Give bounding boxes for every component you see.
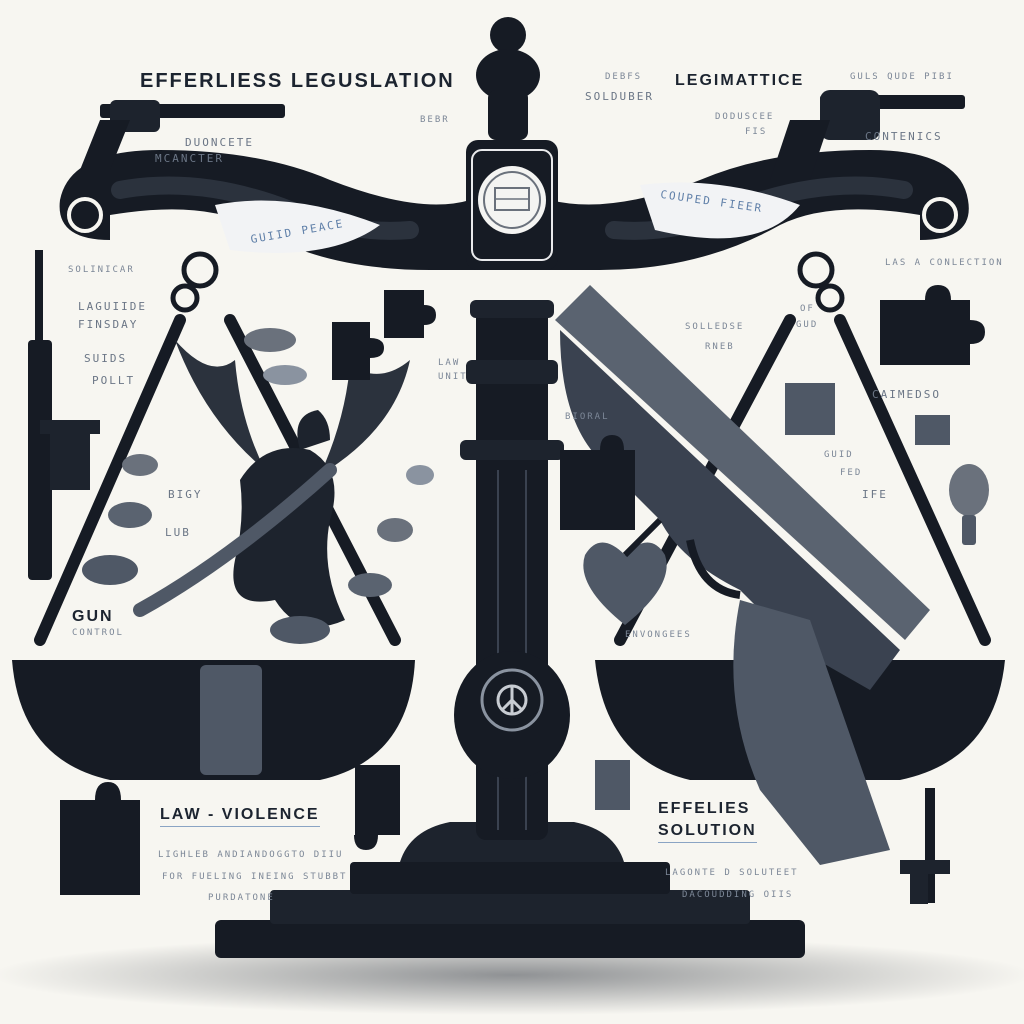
heart-icon	[583, 542, 667, 625]
right-side-label-1: LAS A CONLECTION	[885, 258, 1004, 268]
puzzle-piece-icon-3	[384, 290, 436, 338]
revolver-left-icon	[80, 100, 285, 170]
scale-pillar	[454, 300, 570, 840]
right-mid-label-7: FED	[840, 468, 863, 478]
gun-control-label-2: CONTROL	[72, 628, 124, 638]
right-top-label-1: DEBFS	[605, 72, 643, 82]
left-top-label-3: BEBR	[420, 115, 450, 125]
puzzle-piece-icon-6	[354, 765, 400, 850]
right-pan-label: ENVONGEES	[625, 630, 692, 640]
center-label-3: BIORAL	[565, 412, 610, 422]
beam-banner-left	[215, 200, 380, 253]
rifle-icon	[28, 250, 100, 580]
right-mid-label-2: RNEB	[705, 342, 735, 352]
left-side-label-1: SOLINICAR	[68, 265, 135, 275]
right-mid-label-8: IFE	[862, 488, 888, 501]
seal-icon	[478, 166, 546, 234]
gun-control-label-1: GUN	[72, 608, 114, 625]
left-top-label-1: DUONCETE	[185, 136, 254, 149]
left-pan-label-1: BIGY	[168, 488, 203, 501]
puzzle-piece-icon-2	[332, 322, 384, 380]
peace-symbol-icon	[496, 684, 528, 716]
left-side-label-5: POLLT	[92, 374, 136, 387]
puzzle-piece-icon-4	[560, 435, 635, 530]
puzzle-strip-left	[200, 665, 262, 775]
puzzle-piece-icon-9	[915, 415, 950, 445]
puzzle-piece-icon-5	[60, 782, 140, 895]
effective-label-2: SOLUTION	[658, 822, 757, 843]
revolver-right-icon	[770, 90, 965, 180]
scale-finial	[476, 17, 540, 140]
bottom-right-label-2: DACOUDDING OIIS	[682, 890, 794, 900]
left-pan-label-2: LUB	[165, 526, 191, 539]
puzzle-piece-icon-1	[880, 285, 985, 365]
law-violence-label: LAW - VIOLENCE	[160, 806, 320, 827]
right-top-label-6: CONTENICS	[865, 130, 943, 143]
title-left: EFFERLIESS LEGUSLATION	[140, 70, 455, 92]
left-side-label-4: SUIDS	[84, 352, 128, 365]
dove-icon	[175, 340, 410, 627]
central-plaque	[466, 140, 558, 270]
right-mid-label-1: SOLLEDSE	[685, 322, 745, 332]
right-top-label-3: DODUSCEE	[715, 112, 775, 122]
left-side-label-3: FINSDAY	[78, 318, 139, 331]
scale-base	[215, 822, 805, 958]
right-mid-label-5: CAIMEDSO	[872, 388, 941, 401]
right-top-label-2: SOLDUBER	[585, 90, 654, 103]
left-side-label-2: LAGUIIDE	[78, 300, 147, 313]
right-top-label-4: FIS	[745, 127, 768, 137]
puzzle-piece-icon-7	[785, 383, 835, 435]
handgun-icon	[555, 285, 930, 865]
bottom-left-label-2: FOR FUELING INEING STUBBT	[162, 872, 348, 882]
left-top-label-2: MCANCTER	[155, 152, 224, 165]
beam-banner-right	[640, 182, 800, 239]
effective-label-1: EFFELIES	[658, 800, 751, 817]
olive-branch-icon	[82, 328, 434, 644]
center-label-1: LAW	[438, 358, 461, 368]
bottom-right-label-1: LAGONTE D SOLUTEET	[665, 868, 799, 878]
right-mid-label-3: OF	[800, 304, 815, 314]
center-label-2: UNIT	[438, 372, 468, 382]
puzzle-piece-icon-8	[595, 760, 630, 810]
right-mid-label-6: GUID	[824, 450, 854, 460]
small-pistol-icon	[900, 788, 950, 904]
lightbulb-icon	[949, 464, 989, 545]
bottom-left-label-1: LIGHLEB ANDIANDOGGTO DIIU	[158, 850, 344, 860]
bottom-left-label-3: PURDATONE	[208, 893, 275, 903]
title-right: LEGIMATTICE	[675, 72, 805, 89]
right-mid-label-4: GUD	[796, 320, 819, 330]
right-top-label-5: GULS QUDE PIBI	[850, 72, 954, 82]
